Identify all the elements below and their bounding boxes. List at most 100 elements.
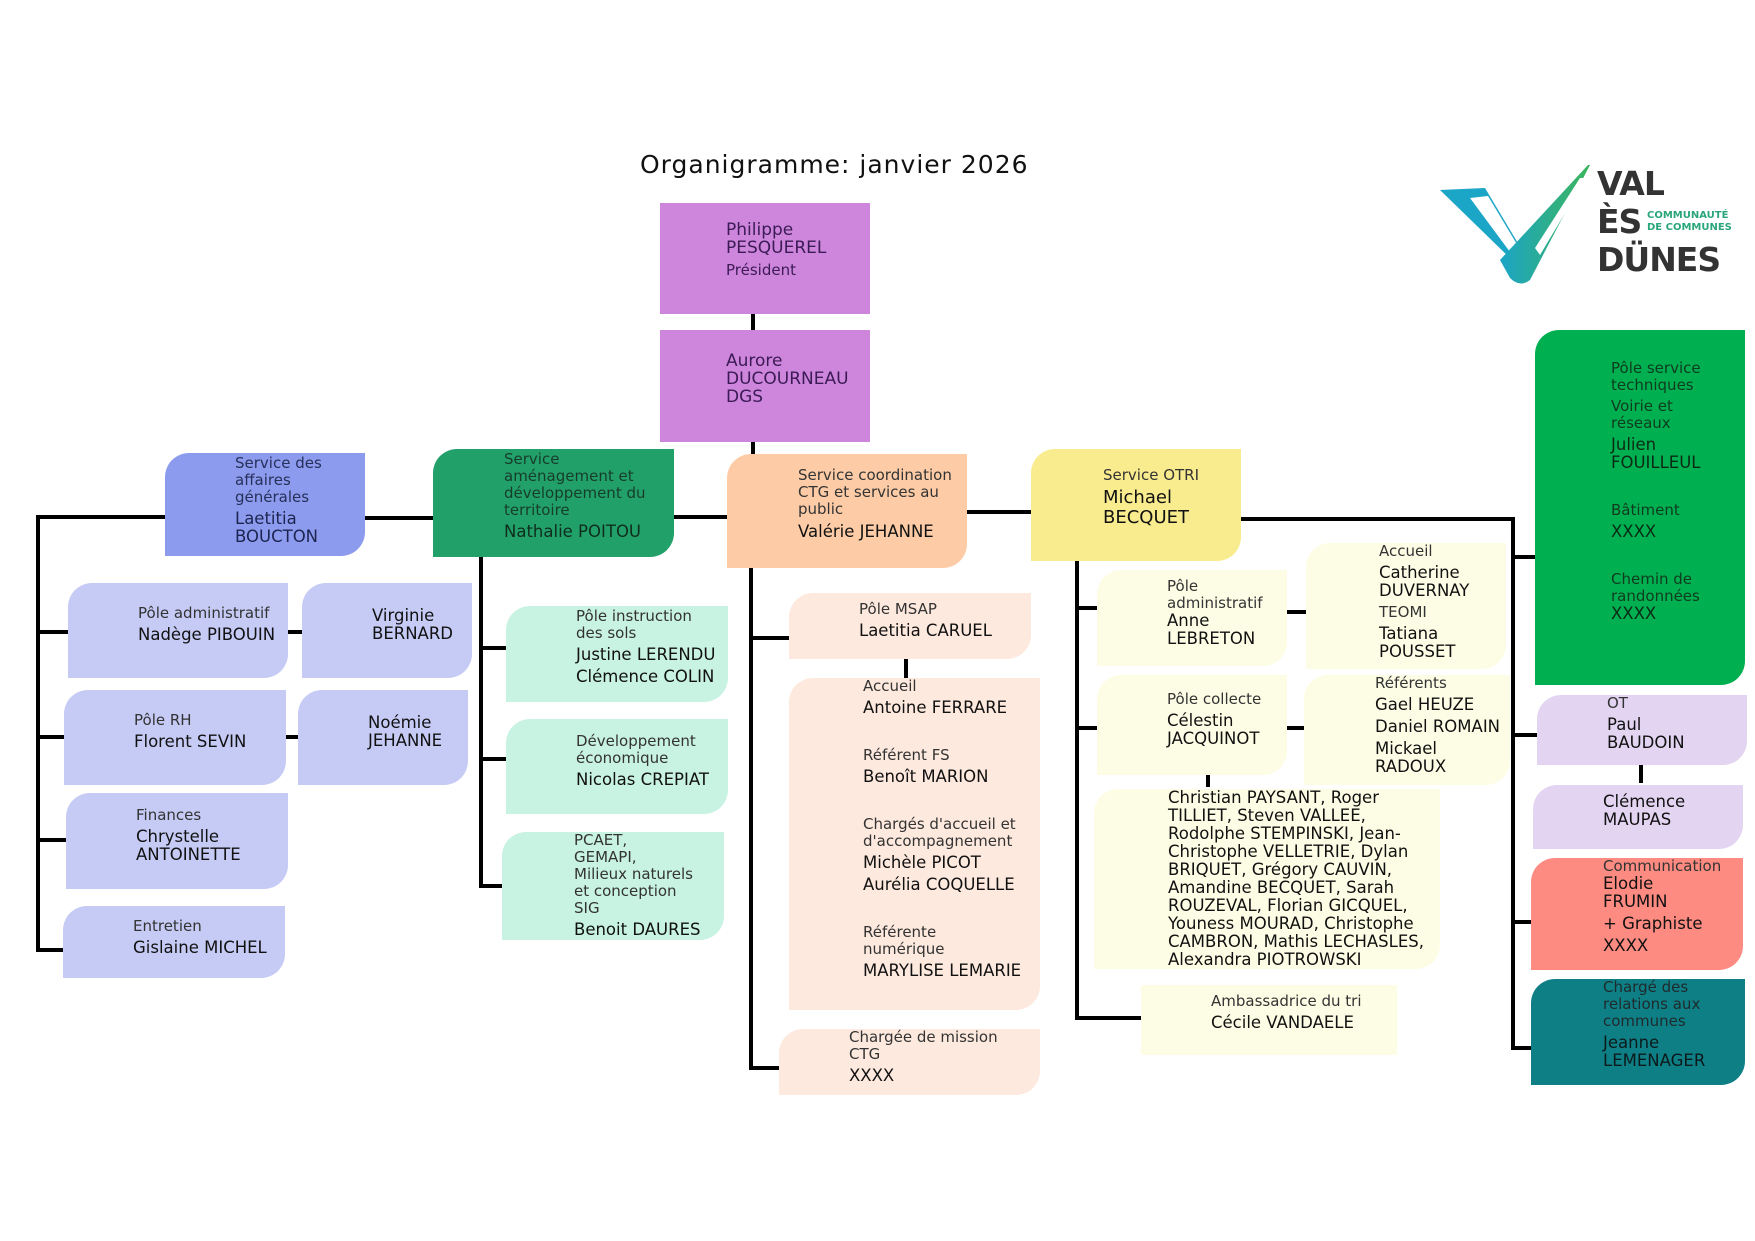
connector (1075, 1016, 1141, 1020)
logo-line-3: DÜNES (1597, 240, 1721, 279)
president-first-name: Philippe (726, 220, 794, 240)
msap-team-group: Accueil Antoine FERRARE (863, 678, 1040, 717)
connector (36, 630, 68, 634)
dgs-first-name: Aurore (726, 351, 783, 371)
dgs-box: Aurore DUCOURNEAU DGS (660, 330, 870, 442)
service-label: Service OTRI (1103, 466, 1200, 484)
service-label: Service aménagement et développement du … (504, 450, 646, 519)
val-es-dunes-logo-icon (1440, 165, 1590, 284)
section-label: Bâtiment (1611, 501, 1680, 519)
pole-member: Clémence COLIN (576, 667, 715, 686)
msap-team-group: Référent FS Benoît MARION (863, 747, 1040, 786)
president-role: Président (726, 261, 796, 279)
connector (751, 442, 755, 462)
pole-member: Benoit DAURES (574, 920, 701, 939)
team-member: Mickael RADOUX (1375, 739, 1447, 776)
connector (284, 735, 300, 739)
pole-head: Nadège PIBOUIN (138, 625, 276, 644)
connector (1075, 726, 1097, 730)
logo-subtitle: COMMUNAUTÉ DE COMMUNES (1647, 210, 1732, 234)
ot-box: OT Paul BAUDOIN (1537, 695, 1747, 765)
msap-team-group: Chargés d'accueil et d'accompagnement Mi… (863, 816, 1040, 894)
msap-team-group: Référente numérique MARYLISE LEMARIE (863, 924, 1040, 980)
extra-label: + Graphiste (1603, 914, 1703, 933)
connector (479, 757, 507, 761)
service-head: Nathalie POITOU (504, 522, 642, 541)
pole-member: Nicolas CREPIAT (576, 770, 709, 789)
pole-label: Pôle administratif (138, 604, 270, 622)
team-member: MARYLISE LEMARIE (863, 961, 1022, 980)
pole-msap: Pôle MSAP Laetitia CARUEL (789, 593, 1031, 659)
pole-label: OT (1607, 694, 1628, 712)
president-last-name: PESQUEREL (726, 238, 827, 258)
service-head: Laetitia BOUCTON (235, 509, 319, 546)
connector (904, 658, 908, 678)
pole-label: Pôle collecte (1167, 690, 1262, 708)
pole-rh-box: Pôle RH Florent SEVIN (64, 690, 286, 785)
connector (749, 1066, 779, 1070)
team-label: Référente numérique (863, 923, 945, 958)
otri-agents: Christian PAYSANT, Roger TILLIET, Steven… (1094, 789, 1440, 969)
mission-name: XXXX (849, 1066, 895, 1085)
team-member: Michèle PICOT (863, 853, 981, 872)
logo-wordmark: VAL ÈS DÜNES COMMUNAUTÉ DE COMMUNES (1597, 165, 1747, 285)
section-label: Chemin de randonnées (1611, 570, 1700, 605)
pole-label: Ambassadrice du tri (1211, 992, 1362, 1010)
chargee-mission-ctg: Chargée de mission CTG XXXX (779, 1029, 1040, 1095)
connector (36, 838, 68, 842)
section-label: Voirie et réseaux (1611, 397, 1673, 432)
relations-communes-box: Chargé des relations aux communes Jeanne… (1531, 979, 1745, 1085)
connector (749, 566, 753, 1070)
service-label: Service des affaires générales (235, 454, 322, 506)
service-head: Valérie JEHANNE (798, 522, 934, 541)
connector (673, 515, 728, 519)
pole-developpement-economique: Développement économique Nicolas CREPIAT (506, 719, 728, 814)
pole-label: Communication (1603, 857, 1722, 875)
pole-label: Pôle instruction des sols (576, 607, 692, 642)
pole-label: Finances (136, 806, 202, 824)
connector (1286, 610, 1306, 614)
connector (364, 516, 434, 520)
otri-pole-collecte: Pôle collecte Célestin JACQUINOT (1097, 675, 1287, 775)
connector (1206, 775, 1210, 787)
team-member: Benoît MARION (863, 767, 989, 786)
connector (1511, 920, 1533, 924)
service-affaires-generales: Service des affaires générales Laetitia … (165, 453, 365, 556)
pole-head: Anne LEBRETON (1167, 611, 1256, 648)
connector (479, 646, 507, 650)
service-label: Service coordination CTG et services au … (798, 466, 952, 518)
pole-service-techniques: Pôle service techniques Voirie et réseau… (1535, 330, 1745, 685)
team-member: Daniel ROMAIN (1375, 717, 1501, 736)
ot-assistant-box: Clémence MAUPAS (1533, 785, 1743, 849)
finances-box: Finances Chrystelle ANTOINETTE (66, 793, 288, 889)
connector (36, 515, 40, 952)
section-head: Julien FOUILLEUL (1611, 435, 1701, 472)
team-label: TEOMI (1379, 603, 1427, 621)
assistant-name: Noémie JEHANNE (368, 713, 443, 750)
connector (1075, 606, 1097, 610)
connector (1284, 726, 1304, 730)
otri-referents: Référents Gael HEUZE Daniel ROMAIN Micka… (1304, 675, 1510, 785)
team-member: Tatiana POUSSET (1379, 624, 1456, 661)
connector (36, 948, 66, 952)
extra-name: XXXX (1603, 936, 1649, 955)
team-member: Antoine FERRARE (863, 698, 1008, 717)
assistant-name: Virginie BERNARD (372, 606, 454, 643)
pole-head: Cécile VANDAELE (1211, 1013, 1354, 1032)
connector (1511, 555, 1537, 559)
pole-label: Pôle service techniques (1611, 359, 1701, 394)
connector (479, 555, 483, 888)
pole-head: Paul BAUDOIN (1607, 715, 1685, 752)
connector (36, 515, 168, 519)
pole-label: Chargé des relations aux communes (1603, 978, 1701, 1030)
pole-label: Pôle RH (134, 711, 192, 729)
connector (36, 735, 66, 739)
communication-box: Communication Elodie FRUMIN + Graphiste … (1531, 858, 1743, 970)
pole-head: Florent SEVIN (134, 732, 247, 751)
logo-subtitle-2: DE COMMUNES (1647, 222, 1732, 233)
logo-line-2: ÈS (1597, 202, 1642, 241)
pole-label: PCAET, GEMAPI, Milieux naturels et conce… (574, 831, 693, 917)
pole-head: Laetitia CARUEL (859, 621, 992, 640)
service-amenagement: Service aménagement et développement du … (433, 449, 674, 557)
pole-administratif-box: Pôle administratif Nadège PIBOUIN (68, 583, 288, 678)
